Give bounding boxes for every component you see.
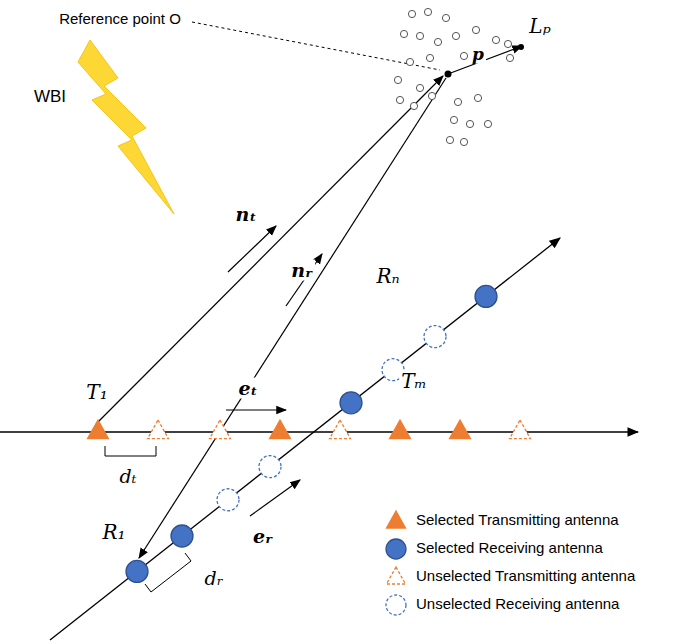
scatterer-dot xyxy=(408,10,415,17)
legend-swatch xyxy=(387,511,406,528)
legend-text: Unselected Transmitting antenna xyxy=(416,568,635,585)
receive-antenna xyxy=(259,456,281,478)
triangle-symbol xyxy=(387,567,406,584)
transmit-antenna xyxy=(330,420,351,439)
receive-antenna xyxy=(171,525,193,547)
spacing-label: dₜ xyxy=(118,466,139,487)
scatterer-dot xyxy=(442,14,449,21)
scatterer-dot xyxy=(454,98,461,105)
scatterer-dot xyxy=(460,52,467,59)
dr-bracket xyxy=(145,553,191,592)
reference-label: Reference point O xyxy=(57,11,183,28)
legend-swatch xyxy=(387,567,406,584)
triangle-symbol xyxy=(387,511,406,528)
transmit-antenna xyxy=(210,420,231,439)
receive-antenna xyxy=(340,392,362,414)
transmit-ray xyxy=(98,76,443,422)
legend-swatch xyxy=(386,595,406,615)
transmit-antennas xyxy=(88,420,531,439)
scatterer-cloud xyxy=(394,8,513,145)
legend-text: Unselected Receiving antenna xyxy=(416,596,619,613)
scatterer-dot xyxy=(472,26,479,33)
unit-vector-label: eᵣ xyxy=(251,526,275,547)
scatterer-dot xyxy=(484,120,491,127)
transmit-antenna xyxy=(88,420,109,439)
leader-line xyxy=(192,22,440,70)
scatterer-dot xyxy=(450,116,457,123)
scatterer-dot xyxy=(410,102,417,109)
transmit-antenna xyxy=(270,420,291,439)
receive-antennas xyxy=(126,285,497,582)
scatterer-dot xyxy=(400,30,407,37)
scatterer-dot xyxy=(506,54,513,61)
scatterer-dot xyxy=(416,32,423,39)
scatterer-dot xyxy=(460,138,467,145)
receive-antenna xyxy=(126,560,148,582)
legend-text: Selected Transmitting antenna xyxy=(416,512,619,529)
legend-swatch xyxy=(386,539,406,559)
scatterer-dot xyxy=(446,136,453,143)
scatterer-dot xyxy=(394,76,401,83)
scatterer-dot xyxy=(452,32,459,39)
scatterer-dot xyxy=(466,120,473,127)
legend-text: Selected Receiving antenna xyxy=(416,540,603,557)
circle-symbol xyxy=(386,539,406,559)
antenna-label: Rₙ xyxy=(374,265,401,287)
scatterer-dot xyxy=(474,94,481,101)
scatterer-dot xyxy=(434,38,441,45)
point-label: Lₚ xyxy=(527,15,552,37)
nt-arrow xyxy=(228,226,276,272)
scatterer-dot xyxy=(426,54,433,61)
scatterer-dot xyxy=(406,58,413,65)
scatterer-dot xyxy=(396,96,403,103)
dt-bracket xyxy=(105,446,156,456)
scatterer-dot xyxy=(424,8,431,15)
receive-antenna xyxy=(475,285,497,307)
scatterer-dot xyxy=(416,84,423,91)
direction-label: nᵣ xyxy=(289,260,315,281)
legend-swatches xyxy=(386,511,406,615)
nr-arrow xyxy=(286,254,322,306)
transmit-antenna xyxy=(510,420,531,439)
scatterer-dot xyxy=(492,36,499,43)
receive-ray xyxy=(139,78,446,558)
transmit-antenna xyxy=(450,420,471,439)
direction-label: nₜ xyxy=(234,204,259,225)
circle-symbol xyxy=(386,595,406,615)
antenna-label: R₁ xyxy=(100,521,127,543)
spacing-label: dᵣ xyxy=(203,568,226,589)
lightning-symbol xyxy=(78,40,174,214)
transmit-antenna xyxy=(390,420,411,439)
transmit-antenna xyxy=(148,420,169,439)
reference-point xyxy=(445,71,452,78)
antenna-label: T₁ xyxy=(84,381,109,403)
er-arrow xyxy=(250,480,300,516)
scatterer-dot xyxy=(504,40,511,47)
antenna-label: Tₘ xyxy=(399,370,429,392)
interference-label: WBI xyxy=(32,88,68,107)
receive-antenna xyxy=(217,489,239,511)
point-lp xyxy=(518,44,524,50)
receive-antenna xyxy=(424,326,446,348)
et-arrow xyxy=(226,409,286,410)
scatterer-dot xyxy=(428,92,435,99)
vector-label: p xyxy=(470,45,486,64)
unit-vector-label: eₜ xyxy=(236,378,259,399)
